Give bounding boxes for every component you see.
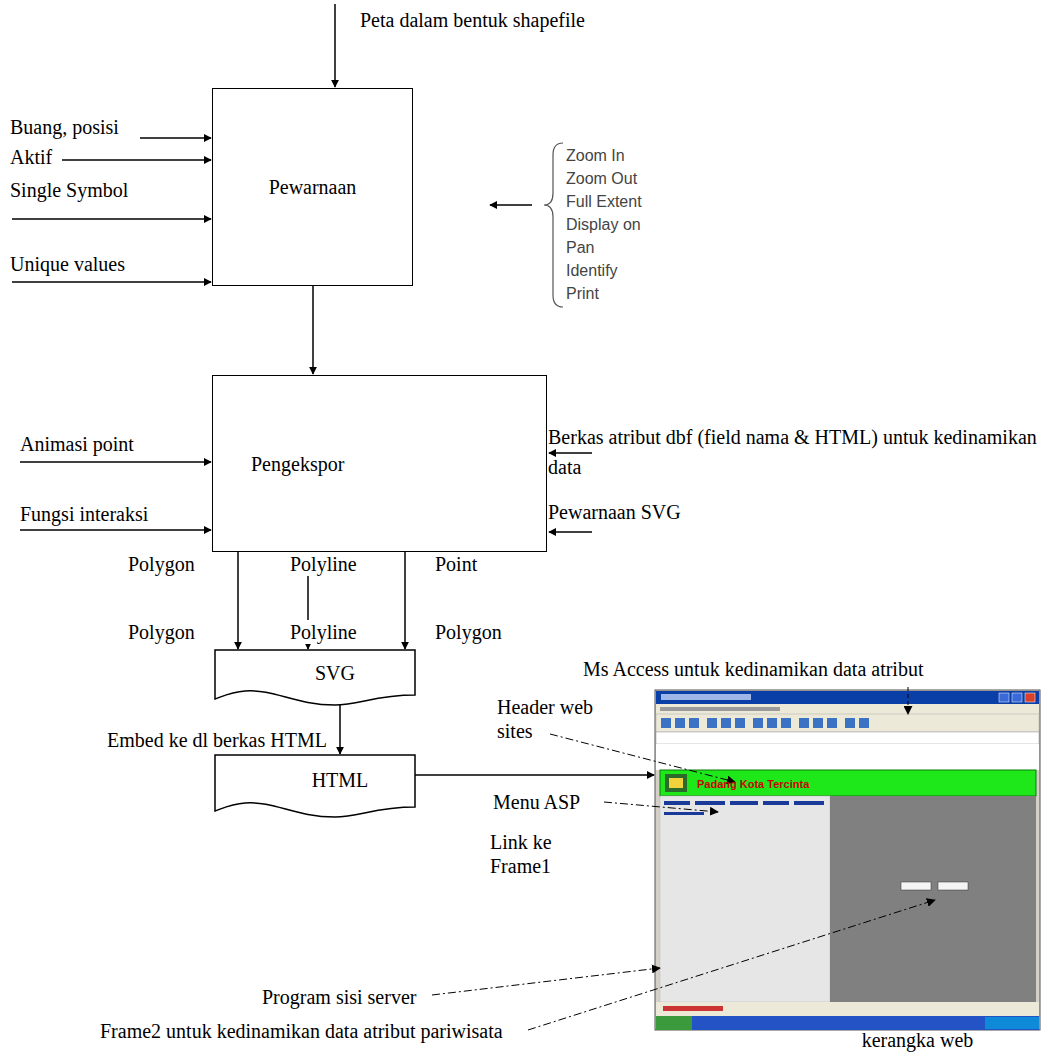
- tool-item: Display on: [566, 215, 641, 235]
- document-outline: [215, 650, 415, 705]
- input-label: Buang, posisi: [10, 115, 119, 139]
- tool-item: Zoom In: [566, 146, 625, 166]
- input-arrow: [549, 452, 592, 454]
- document-outline: [215, 755, 415, 817]
- geometry-label: Polyline: [288, 552, 359, 576]
- figure-caption: kerangka web: [862, 1028, 974, 1052]
- input-label: Unique values: [10, 252, 125, 276]
- input-arrow: [334, 4, 336, 87]
- node-text: Pengekspor: [251, 452, 344, 476]
- input-label: Animasi point: [20, 432, 134, 456]
- geometry-label: Point: [435, 552, 477, 576]
- edge-label: Embed ke dl berkas HTML: [105, 728, 329, 752]
- callout-label: Header web sites: [497, 695, 622, 743]
- input-label: Berkas atribut dbf (field nama & HTML) u…: [548, 422, 1053, 482]
- input-arrow: [140, 137, 211, 139]
- leader-line: [908, 687, 909, 714]
- curly-bracket: [544, 143, 563, 307]
- tool-item: Full Extent: [566, 192, 642, 212]
- node-text: SVG: [315, 661, 355, 685]
- tool-item: Print: [566, 284, 599, 304]
- callout-label: Frame2 untuk kedinamikan data atribut pa…: [100, 1019, 503, 1043]
- tool-item: Pan: [566, 238, 594, 258]
- input-arrow: [20, 529, 211, 531]
- leader-line: [432, 968, 660, 995]
- geometry-label: Polygon: [128, 620, 195, 644]
- process-box: Pewarnaan: [212, 88, 413, 286]
- callout-label: Program sisi server: [262, 985, 416, 1009]
- input-arrow: [62, 159, 211, 161]
- input-label: Single Symbol: [10, 178, 128, 202]
- document-shape: SVG: [215, 650, 415, 705]
- process-box: Pengekspor: [212, 375, 547, 552]
- input-label: Fungsi interaksi: [20, 502, 148, 526]
- input-arrow: [12, 218, 211, 220]
- tool-item: Zoom Out: [566, 169, 637, 189]
- leader-line: [604, 802, 718, 812]
- document-shape: HTML: [215, 755, 415, 817]
- leader-line: [528, 900, 935, 1030]
- callout-label: Ms Access untuk kedinamikan data atribut: [583, 657, 923, 681]
- tool-item: Identify: [566, 261, 618, 281]
- node-text: HTML: [312, 768, 369, 792]
- input-label: Pewarnaan SVG: [548, 500, 681, 524]
- input-arrow: [549, 531, 592, 533]
- input-arrow: [490, 204, 532, 206]
- flow-arrow: [415, 774, 654, 776]
- flow-arrow: [404, 552, 406, 649]
- input-arrow: [20, 461, 211, 463]
- flow-arrow: [237, 552, 239, 649]
- geometry-label: Polygon: [435, 620, 502, 644]
- input-label: Aktif: [10, 145, 52, 169]
- flow-arrow: [339, 703, 341, 754]
- node-text: Pewarnaan: [269, 175, 357, 199]
- geometry-label: Polygon: [128, 552, 195, 576]
- edge-label: Link ke Frame1: [490, 830, 590, 878]
- leader-lines: [432, 687, 935, 1030]
- screenshot-header-text: Padang Kota Tercinta: [697, 778, 809, 791]
- input-label: Peta dalam bentuk shapefile: [360, 8, 585, 32]
- screenshot-frame: kerangka web: [655, 690, 1040, 1052]
- geometry-label: Polyline: [288, 620, 359, 644]
- callout-label: Menu ASP: [493, 790, 580, 814]
- web-screenshot: [655, 690, 1040, 1030]
- flow-arrow: [312, 286, 314, 374]
- input-arrow: [12, 281, 211, 283]
